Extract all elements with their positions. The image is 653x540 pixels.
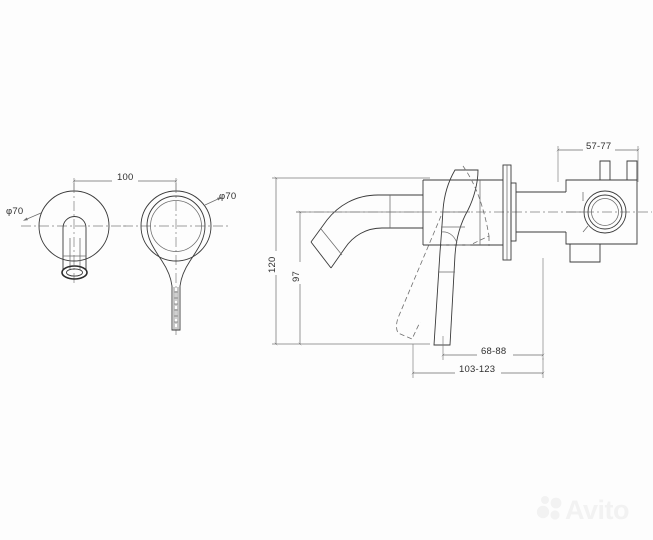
spout-aerator-band	[320, 228, 343, 256]
valve-cartridge-inner	[591, 198, 619, 226]
reach-long-label-bg	[455, 364, 501, 375]
valve-detail-tick-b	[582, 225, 589, 233]
lever-open-position-upper	[442, 165, 490, 246]
spout-height-label-bg	[290, 262, 302, 284]
handle-inner-ring	[150, 200, 202, 252]
spout-height-label: 97	[291, 271, 302, 282]
valve-depth-label: 57-77	[586, 141, 611, 152]
spout-tube-outline	[62, 216, 87, 270]
view-spout-escutcheon: φ70	[6, 183, 128, 285]
dimension-reach-long: 103-123	[411, 344, 545, 378]
spout-outer-curve	[310, 194, 423, 243]
handle-stem-knurl	[174, 291, 178, 323]
reach-long-label: 103-123	[459, 364, 495, 375]
dimension-valve-depth: 57-77	[556, 141, 640, 182]
lever-open-position-lower	[396, 215, 442, 340]
view-handle-front: φ70	[123, 183, 236, 335]
plate-spacing-label-bg	[112, 172, 138, 183]
handle-diameter-label: φ70	[219, 191, 236, 202]
valve-cartridge-mid	[587, 194, 623, 230]
dimension-overall-height: 120	[266, 176, 430, 346]
escutcheon-diameter-label: φ70	[6, 206, 23, 217]
lever-handle-solid	[433, 169, 479, 346]
overall-height-label-bg	[266, 251, 278, 275]
view-side-elevation	[296, 160, 652, 346]
valve-inlet-stub-left	[599, 160, 611, 180]
dimension-reach-short: 68-88	[441, 258, 545, 360]
lever-base-curve	[440, 231, 458, 244]
plate-spacing-label: 100	[117, 172, 133, 183]
valve-body-outline	[565, 179, 638, 245]
spout-inner-curve	[330, 227, 423, 269]
spout-outlet-face	[310, 241, 332, 269]
reach-short-label-bg	[477, 346, 513, 357]
dimension-spout-height: 97	[290, 210, 430, 346]
spout-outlet-inner-ellipse	[66, 268, 83, 277]
spout-outlet-outer-ellipse	[61, 265, 88, 280]
handle-diameter-leader	[204, 197, 223, 206]
dimension-plate-spacing: 100	[72, 172, 178, 192]
reach-short-label: 68-88	[481, 346, 506, 357]
valve-depth-label-bg	[583, 141, 615, 152]
escutcheon-diameter-leader	[22, 212, 42, 221]
valve-outlet-stub	[569, 244, 601, 263]
wall-flange-collar	[510, 182, 517, 242]
overall-height-label: 120	[267, 257, 278, 273]
handle-lever-outline	[146, 195, 206, 331]
valve-inlet-stub-right	[626, 160, 638, 180]
